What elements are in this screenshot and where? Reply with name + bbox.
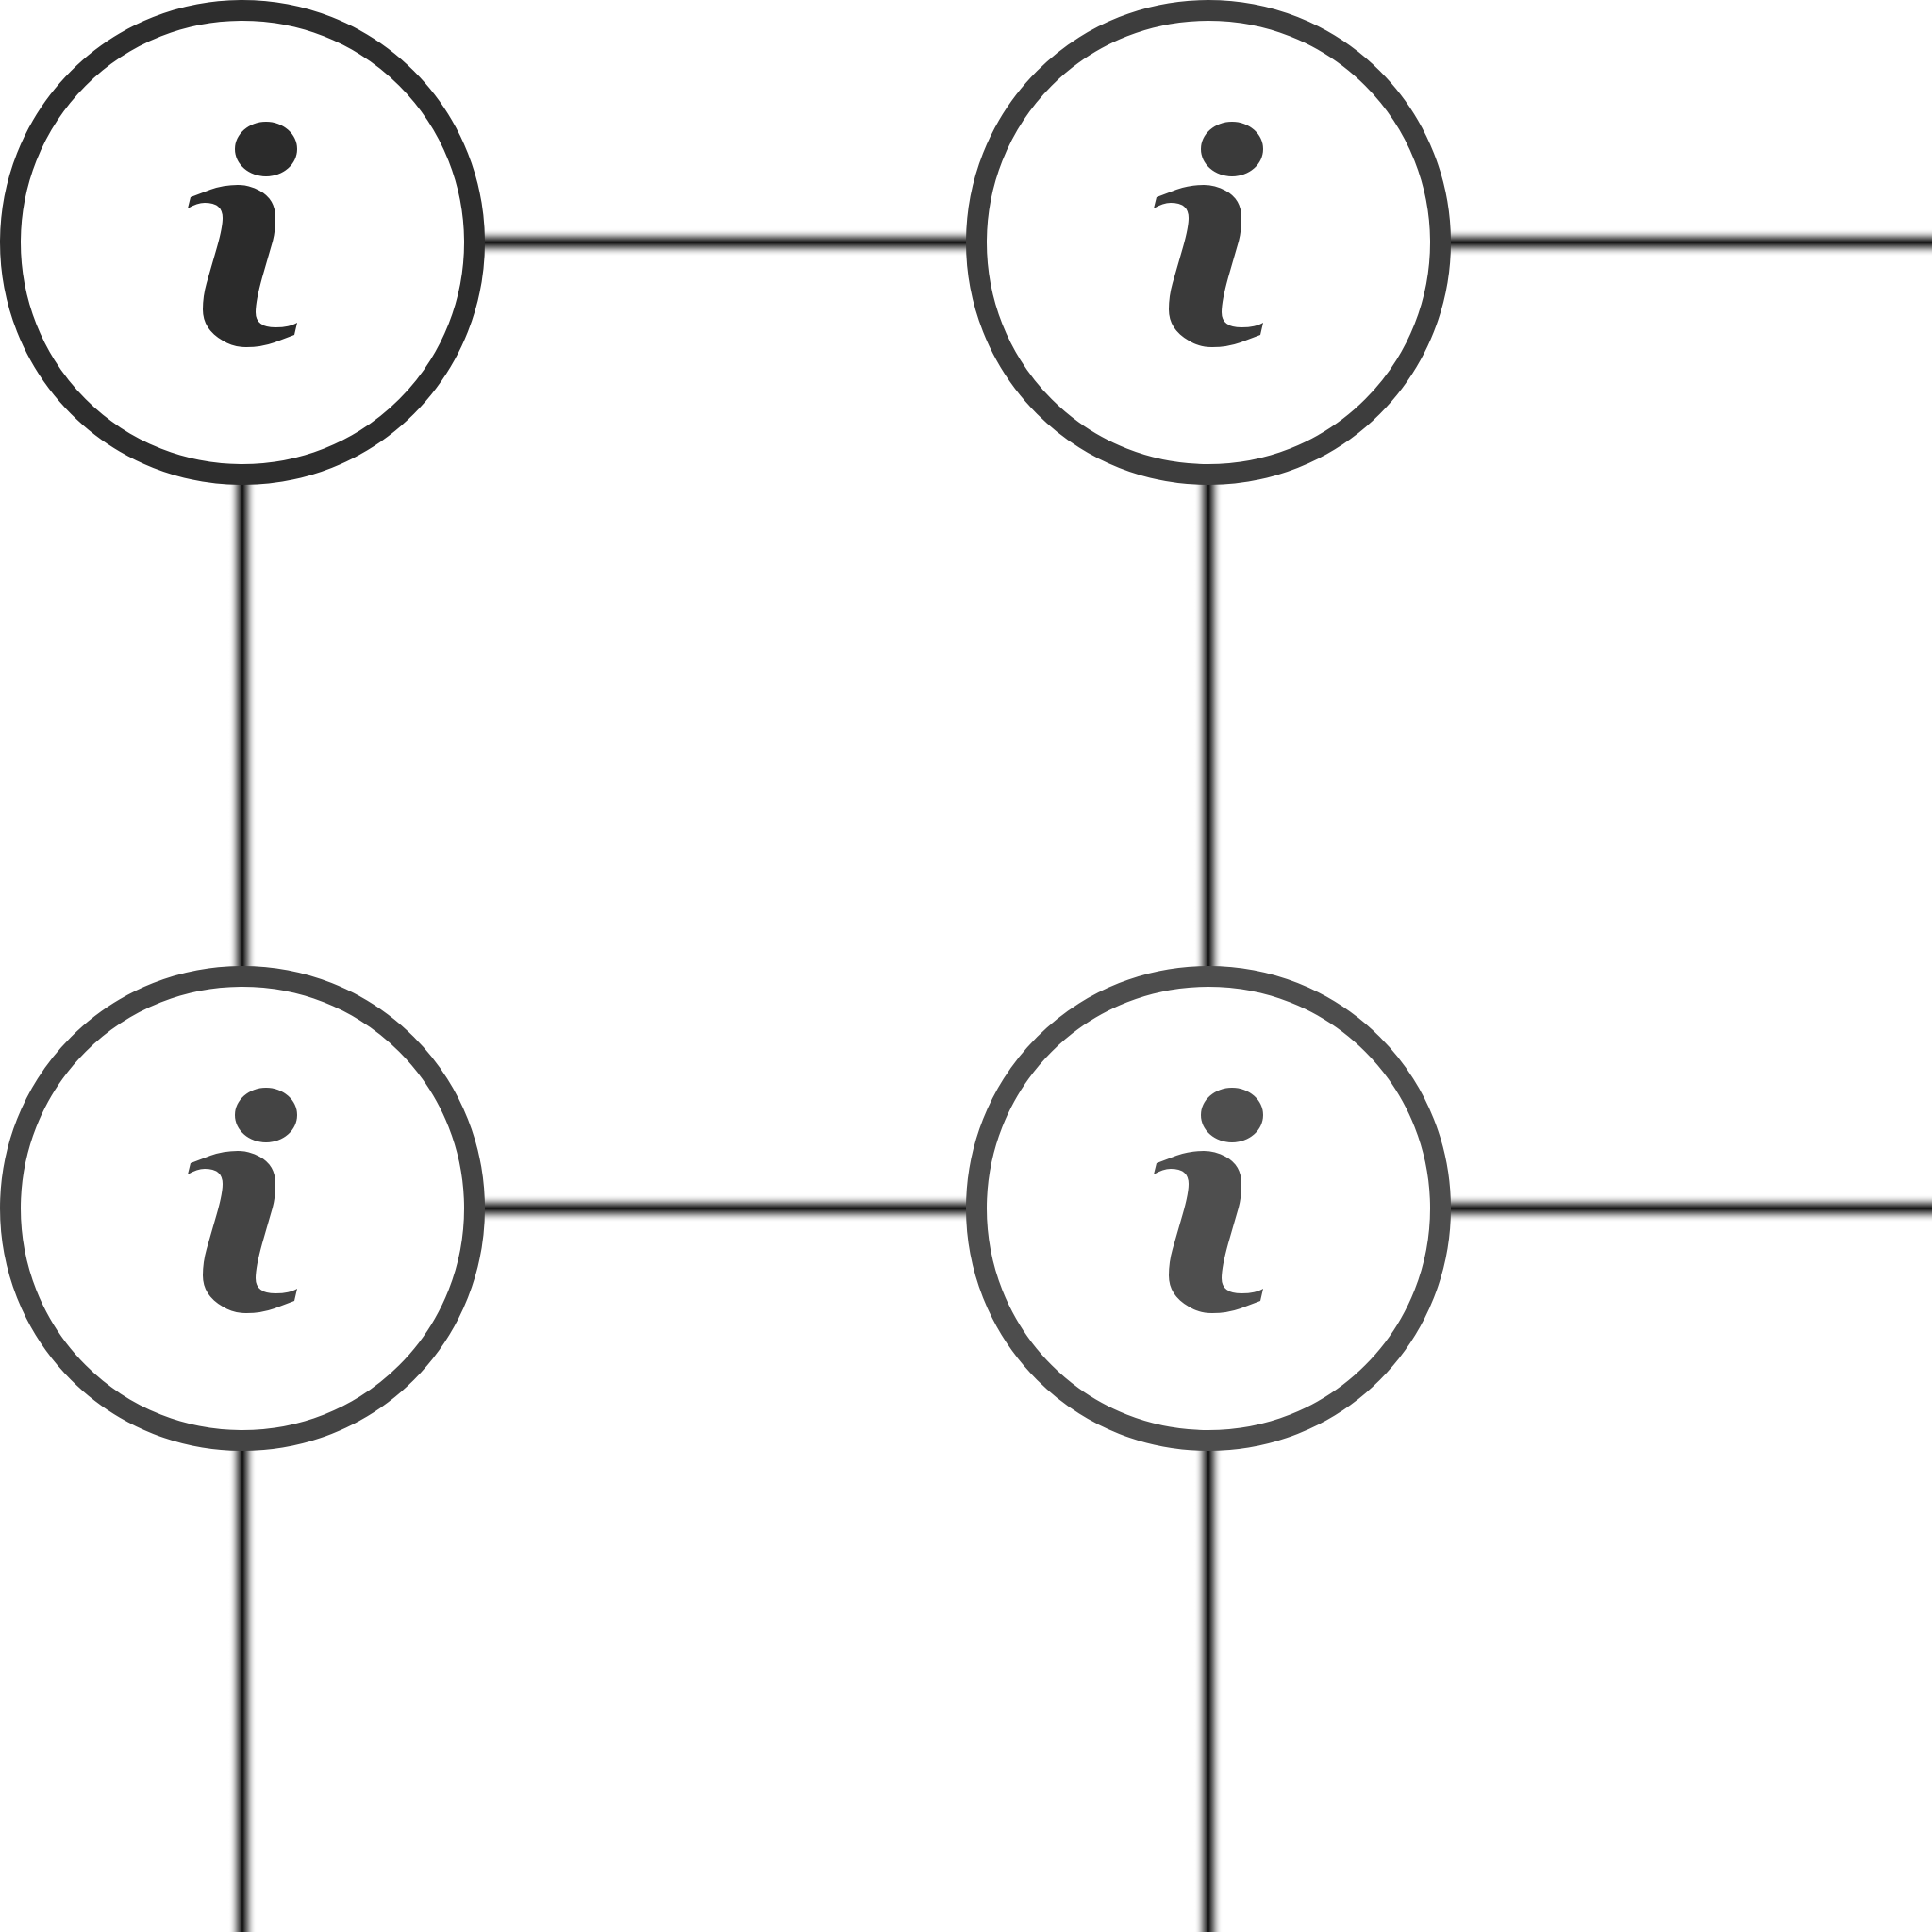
info-icon [1154,122,1263,347]
info-node-top-right [966,0,1451,485]
info-icon-dot [1201,122,1263,176]
info-icon-dot [235,1088,297,1142]
info-icon-stem [188,185,297,347]
info-icon-stem [1154,185,1263,347]
info-icon-stem [188,1151,297,1313]
info-icon-stem [1154,1151,1263,1313]
info-icon [1154,1088,1263,1313]
info-icon [188,122,297,347]
info-node-bottom-left [0,966,485,1451]
info-icon [188,1088,297,1313]
info-node-top-left [0,0,485,485]
info-icon-dot [1201,1088,1263,1142]
info-icon-dot [235,122,297,176]
info-node-bottom-right [966,966,1451,1451]
